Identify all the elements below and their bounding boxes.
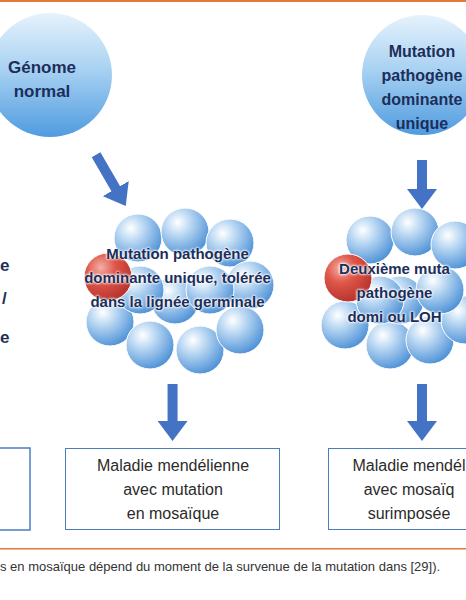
cell-cluster: Mutation pathogène dominante unique, tol… <box>80 212 275 372</box>
cut-off-text: e <box>0 328 9 348</box>
flow-arrow <box>96 155 116 190</box>
caption-rule <box>0 548 466 550</box>
node-text: Maladie mendélienne avec mutation en mos… <box>88 454 258 526</box>
flow-arrow <box>417 384 427 422</box>
outcome-box: Maladie mendélienne avec mutation en mos… <box>65 448 280 530</box>
circle-shape <box>0 13 112 137</box>
flow-arrow <box>417 160 427 190</box>
node-text: Génome normal <box>0 56 92 104</box>
top-rule <box>0 0 466 2</box>
cut-off-box <box>0 448 30 530</box>
cut-off-text: / <box>2 289 7 309</box>
node-text: Mutation pathogène dominante unique <box>372 40 466 136</box>
stage-circle: Génome normal <box>0 13 112 137</box>
node-text: Maladie mendél avec mosaïq surimposée <box>344 454 466 526</box>
normal-cell <box>126 321 174 369</box>
stage-circle: Mutation pathogène dominante unique <box>362 15 466 135</box>
outcome-box: Maladie mendél avec mosaïq surimposée <box>328 448 466 530</box>
node-text: Deuxième muta pathogène domi ou LOH <box>327 257 462 329</box>
flow-arrow <box>168 384 178 422</box>
node-text: Mutation pathogène dominante unique, tol… <box>80 242 275 314</box>
figure-caption: s en mosaïque dépend du moment de la sur… <box>0 556 450 578</box>
normal-cell <box>216 306 264 354</box>
cell-cluster-outline <box>80 212 275 372</box>
cell-cluster: Deuxième muta pathogène domi ou LOH <box>318 212 466 372</box>
cut-off-text: e <box>0 256 9 276</box>
circle-shape <box>362 15 466 135</box>
